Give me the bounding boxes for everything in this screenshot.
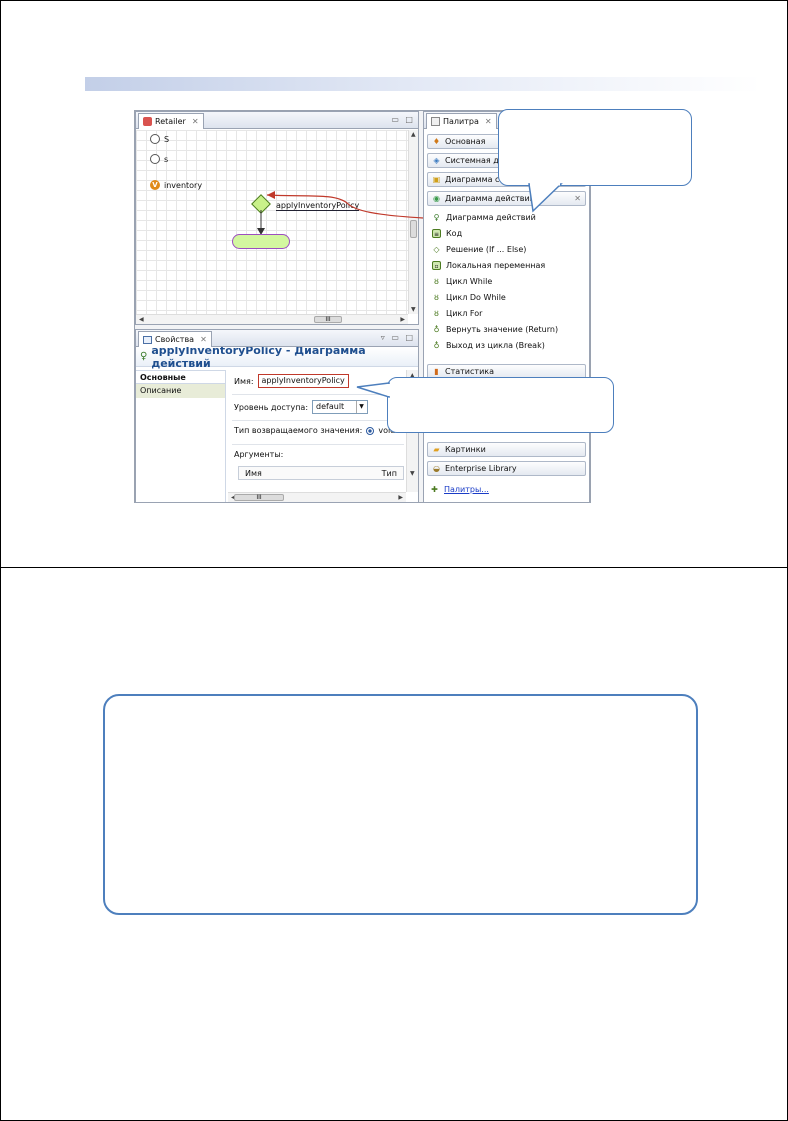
decision-icon: ◇ (433, 245, 440, 254)
scroll-up-icon[interactable]: ▲ (411, 131, 416, 138)
close-icon[interactable]: ✕ (200, 335, 207, 344)
bulb-icon: ♀ (140, 351, 148, 362)
callout-top (498, 109, 692, 186)
palette-icon (431, 117, 440, 126)
flow-arrow (257, 210, 265, 235)
callout-top-pointer (528, 183, 563, 213)
bulb-icon: ♀ (433, 213, 440, 222)
system-icon: ◈ (433, 156, 440, 165)
void-radio[interactable] (366, 426, 375, 435)
return-type-row: Тип возвращаемого значения: void (234, 426, 396, 435)
scroll-down-icon[interactable]: ▼ (410, 470, 415, 477)
properties-icon (143, 335, 152, 344)
basic-icon: ♦ (432, 137, 441, 146)
name-field[interactable]: applyInventoryPolicy (257, 374, 349, 388)
window-buttons[interactable]: ▿ ▭ □ (380, 333, 415, 342)
param-s[interactable]: s (150, 154, 168, 164)
retailer-icon (143, 117, 152, 126)
tab-properties[interactable]: Свойства ✕ (138, 331, 212, 347)
divider (232, 394, 404, 395)
while-icon: ȣ (434, 277, 439, 286)
close-icon[interactable]: ✕ (191, 117, 199, 126)
palette-item[interactable]: ♀Диаграмма действий (433, 213, 536, 222)
code-icon: ≡ (432, 229, 441, 238)
callout-name-pointer (356, 382, 391, 399)
properties-hscroll[interactable]: ◀ III ▶ (228, 492, 406, 502)
param-S[interactable]: S (150, 134, 169, 144)
scroll-left-icon[interactable]: ◀ (139, 316, 144, 323)
editor-tabbar: Retailer ✕ ▭ □ (136, 112, 418, 129)
close-icon[interactable]: ✕ (484, 117, 492, 126)
properties-side-tabs: Основные Описание (136, 370, 226, 502)
break-icon: ♁ (433, 341, 440, 350)
divider (232, 444, 404, 445)
callout-name (387, 377, 614, 433)
parameter-icon (150, 154, 160, 164)
for-icon: ȣ (434, 309, 439, 318)
content-box (103, 694, 698, 915)
chevron-down-icon: ▼ (356, 401, 364, 413)
slide-1: Retailer ✕ ▭ □ S s V inventory (0, 0, 788, 568)
tab-retailer[interactable]: Retailer ✕ (138, 113, 204, 129)
palette-group-pictures[interactable]: ▰ Картинки (427, 442, 586, 457)
palette-item[interactable]: ♁Выход из цикла (Break) (433, 341, 545, 350)
bar-chart-icon: ▮ (434, 367, 439, 376)
scroll-down-icon[interactable]: ▼ (411, 306, 416, 313)
slide-2 (0, 567, 788, 1121)
properties-panel: Свойства ✕ ▿ ▭ □ ♀ applyInventoryPolicy … (135, 329, 419, 503)
plus-icon: ✚ (431, 485, 438, 494)
col-name: Имя (245, 469, 262, 478)
return-icon: ♁ (433, 325, 440, 334)
access-row: Уровень доступа: default ▼ (234, 400, 368, 414)
properties-tabbar: Свойства ✕ ▿ ▭ □ (136, 330, 418, 347)
pictures-icon: ▰ (433, 445, 440, 454)
palette-item[interactable]: ◇Решение (If ... Else) (433, 245, 527, 254)
scroll-right-icon[interactable]: ▶ (398, 494, 403, 501)
divider (232, 420, 404, 421)
variable-icon: V (150, 180, 160, 190)
arguments-label: Аргументы: (234, 450, 284, 459)
arguments-table-header: Имя Тип (238, 466, 404, 480)
scroll-right-icon[interactable]: ▶ (400, 316, 405, 323)
local-var-icon: ▫ (432, 261, 441, 270)
name-row: Имя: applyInventoryPolicy (234, 374, 349, 388)
palettes-link[interactable]: ✚ Палитры... (431, 485, 489, 494)
diagram-canvas[interactable]: S s V inventory applyInventoryPolicy (136, 130, 408, 314)
scroll-up-icon[interactable]: ▲ (410, 372, 415, 379)
drag-arrow (266, 191, 424, 219)
properties-form: Имя: applyInventoryPolicy Уровень доступ… (228, 370, 404, 492)
palette-item[interactable]: ▫Локальная переменная (432, 258, 545, 273)
palette-group-enterprise[interactable]: ◒ Enterprise Library (427, 461, 586, 476)
palette-item[interactable]: ♁Вернуть значение (Return) (433, 325, 559, 334)
scroll-thumb[interactable] (410, 220, 417, 238)
action-chart-icon: ◉ (433, 194, 440, 203)
function-name-label[interactable]: applyInventoryPolicy (276, 201, 360, 211)
scroll-thumb[interactable]: III (234, 494, 284, 501)
vertical-scrollbar[interactable]: ▲ ▼ (408, 130, 418, 314)
palette-item[interactable]: ≡Код (432, 229, 463, 238)
horizontal-scrollbar[interactable]: ◀ III ▶ (136, 314, 408, 324)
tab-main[interactable]: Основные (136, 370, 225, 384)
function-end-node[interactable] (232, 234, 290, 249)
close-icon[interactable]: ✕ (574, 194, 581, 203)
statechart-icon: ▣ (432, 175, 441, 184)
scroll-left-icon[interactable]: ◀ (231, 494, 236, 501)
tab-description[interactable]: Описание (136, 384, 225, 398)
scroll-thumb[interactable]: III (314, 316, 342, 323)
access-select[interactable]: default ▼ (312, 400, 368, 414)
retailer-editor: Retailer ✕ ▭ □ S s V inventory (135, 111, 419, 325)
window-buttons[interactable]: ▭ □ (391, 115, 415, 124)
col-type: Тип (381, 469, 397, 478)
parameter-icon (150, 134, 160, 144)
do-while-icon: ȣ (434, 293, 439, 302)
variable-inventory[interactable]: V inventory (150, 180, 202, 190)
library-icon: ◒ (433, 464, 440, 473)
tab-palette[interactable]: Палитра ✕ (426, 113, 497, 129)
title-band (85, 77, 761, 91)
